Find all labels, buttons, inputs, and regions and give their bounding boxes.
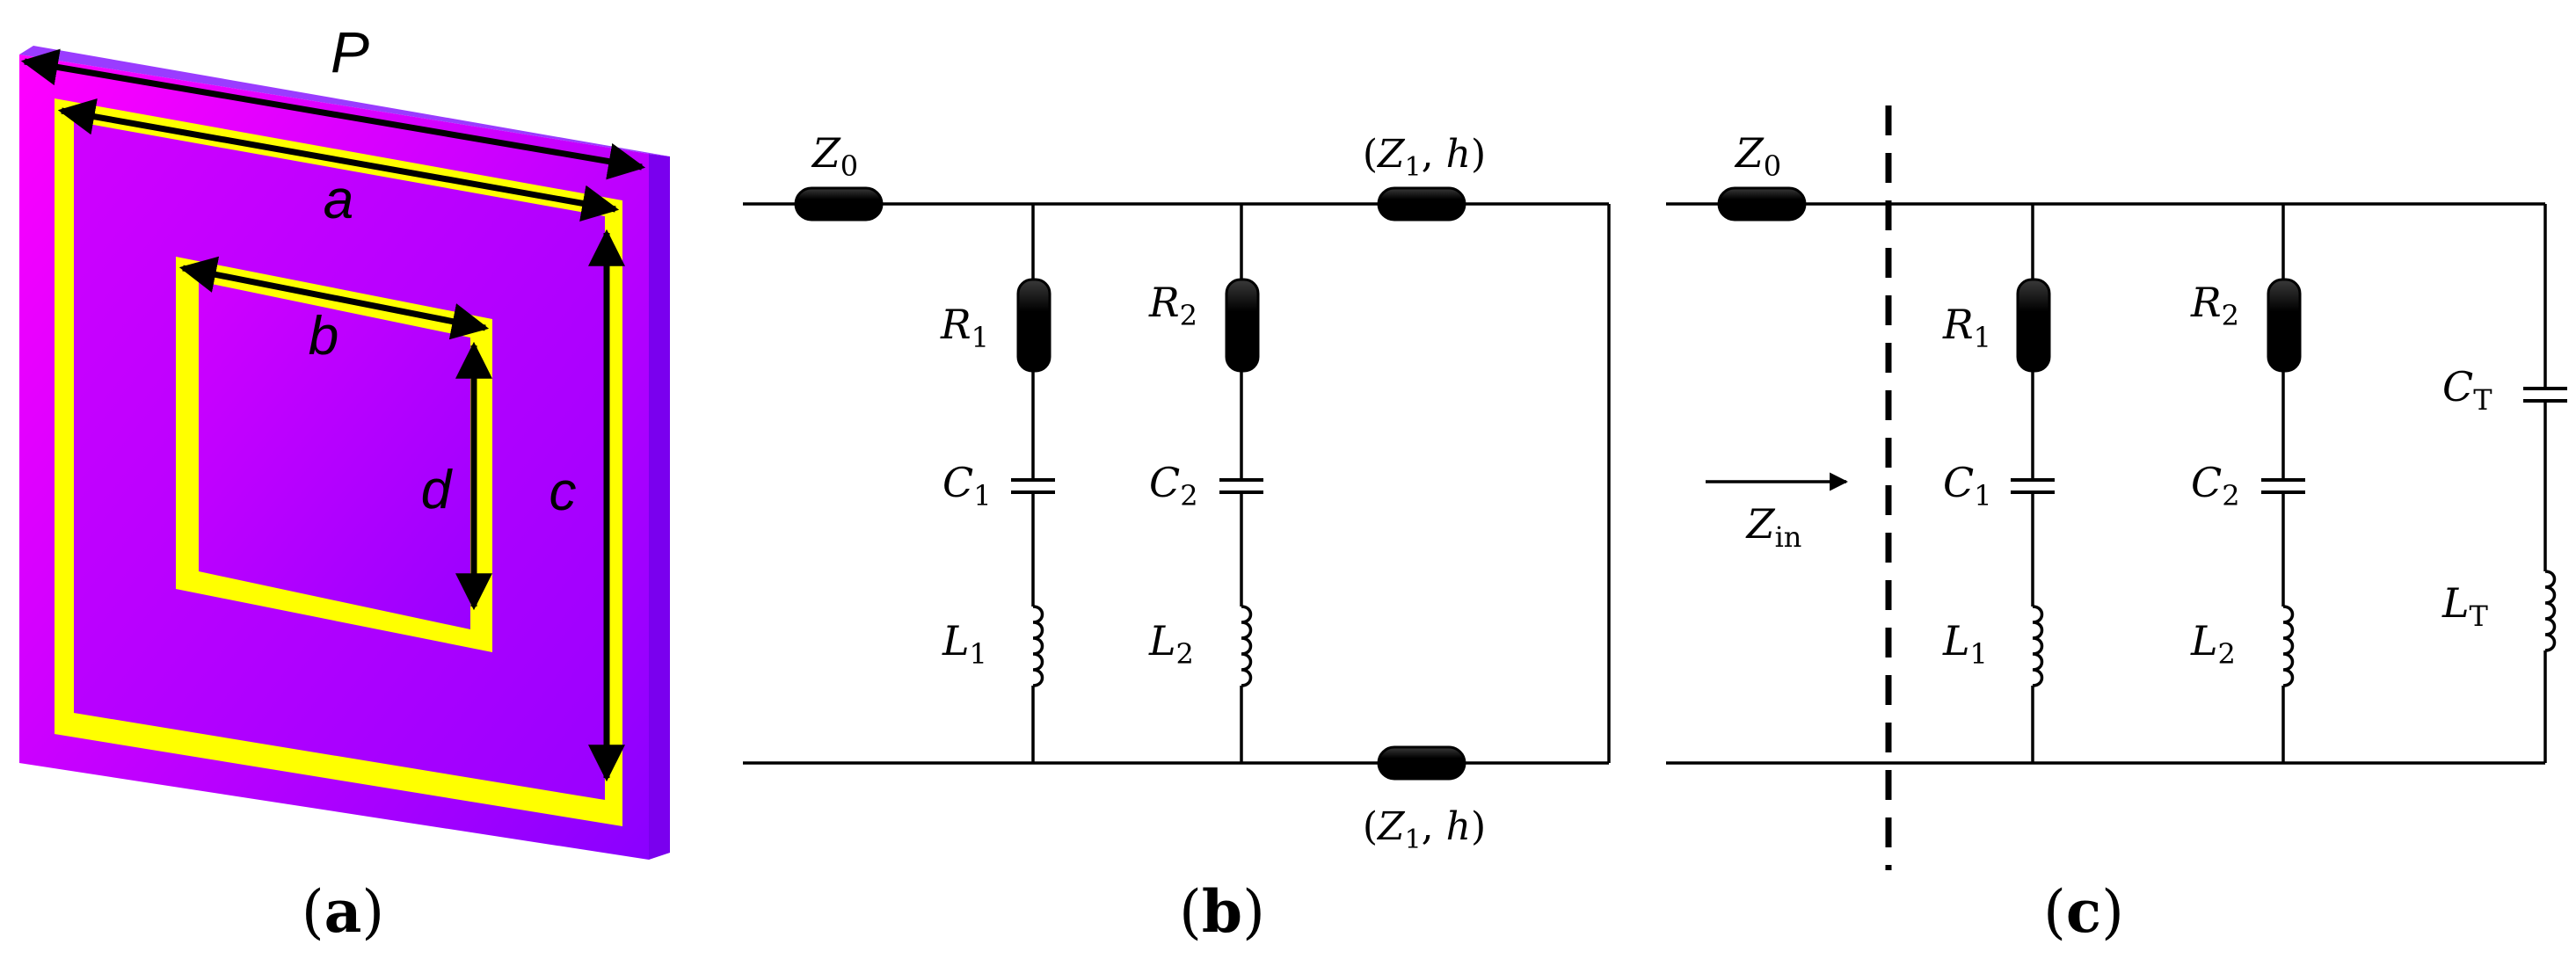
label-ct: CT	[2442, 363, 2492, 417]
branch-t-c	[2523, 204, 2567, 763]
resistor-r2-c	[2267, 278, 2302, 373]
label-c1-b: C1	[942, 459, 992, 512]
dim-a-arrow	[57, 98, 620, 222]
dim-b-arrow	[178, 256, 490, 340]
inductor-l1-c	[2032, 605, 2044, 687]
panel-a-unit-cell: P a b c d (a)	[19, 19, 670, 946]
inductor-l2-c	[2282, 605, 2295, 687]
resistor-r1-c	[2016, 278, 2051, 373]
inner-ring-gap	[199, 281, 470, 629]
branch-1	[1011, 204, 1055, 763]
caption-b: (b)	[1179, 877, 1265, 946]
label-z1h-bottom: (Z1, h)	[1363, 804, 1486, 855]
resistor-r1	[1016, 278, 1052, 373]
label-r1-c: R1	[1942, 301, 1991, 354]
label-z0-b: Z0	[811, 129, 858, 183]
dim-d-label: d	[421, 460, 454, 520]
label-z1h-top: (Z1, h)	[1363, 132, 1486, 183]
label-z0-c: Z0	[1734, 129, 1781, 183]
label-c2-b: C2	[1149, 459, 1198, 512]
label-r2-c: R2	[2190, 279, 2239, 332]
label-l1-c: L1	[1942, 617, 1988, 671]
label-r1-b: R1	[940, 301, 989, 354]
branch-1-c	[2011, 204, 2055, 763]
caption-c: (c)	[2043, 877, 2124, 946]
label-lt: LT	[2441, 579, 2489, 633]
panel-c-reduced-circuit	[1666, 105, 2567, 870]
branch-2-c	[2261, 204, 2305, 763]
caption-a: (a)	[302, 877, 384, 946]
label-zin: Zin	[1745, 500, 1802, 554]
dim-a-label: a	[324, 170, 353, 230]
label-c2-c: C2	[2191, 459, 2240, 512]
inductor-lt	[2544, 570, 2557, 652]
dim-P-label: P	[331, 19, 369, 84]
z0-line-segment	[794, 186, 884, 222]
z1-top-line-segment	[1377, 186, 1466, 222]
panel-c-labels: Z0 Zin R1 C1 L1 R2 C2 L2 CT LT (c)	[1734, 129, 2492, 946]
dim-c-label: c	[549, 461, 577, 522]
resistor-r2	[1225, 278, 1260, 373]
z0-line-segment-c	[1717, 186, 1807, 222]
dim-b-label: b	[309, 306, 338, 367]
panel-b-equivalent-circuit	[743, 186, 1611, 781]
label-c1-c: C1	[1943, 459, 1992, 512]
label-r2-b: R2	[1148, 279, 1197, 332]
substrate-right-edge	[649, 154, 670, 860]
label-l2-b: L2	[1148, 617, 1194, 671]
panel-b-labels: Z0 (Z1, h) (Z1, h) R1 C1 L1 R2 C2 L2 (b)	[811, 129, 1486, 946]
label-l2-c: L2	[2190, 617, 2236, 671]
label-l1-b: L1	[942, 617, 987, 671]
inductor-l2	[1241, 605, 1253, 687]
inductor-l1	[1032, 605, 1044, 687]
z1-bottom-line-segment	[1377, 745, 1466, 781]
branch-2	[1219, 204, 1263, 763]
